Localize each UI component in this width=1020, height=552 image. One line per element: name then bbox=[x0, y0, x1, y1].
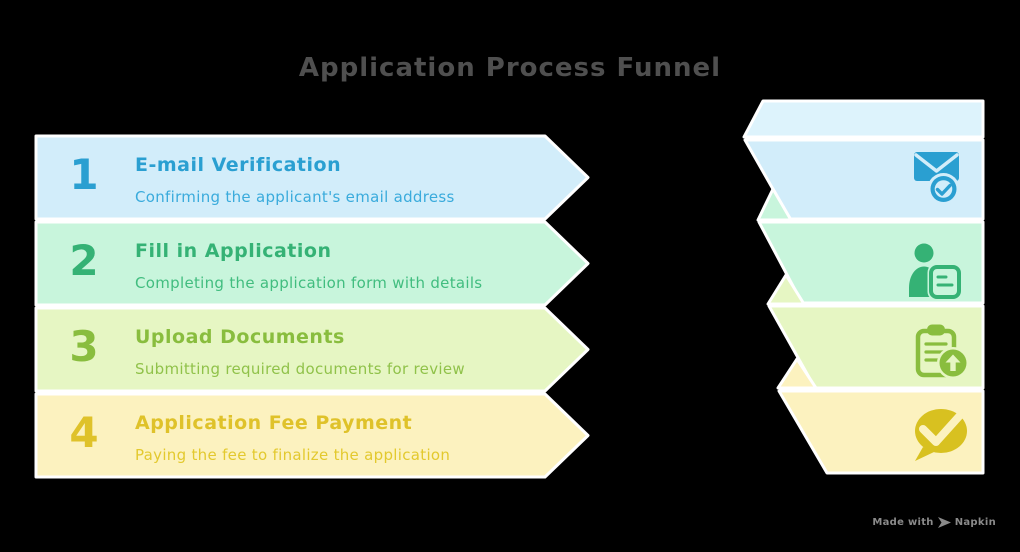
funnel-top-band bbox=[742, 99, 985, 139]
step-banner-2 bbox=[34, 220, 590, 307]
step-3-number: 3 bbox=[69, 322, 99, 371]
step-3-description: Submitting required documents for review bbox=[135, 360, 465, 378]
funnel-wedge-2 bbox=[756, 187, 793, 222]
step-banner-1 bbox=[34, 134, 590, 221]
clipboard-upload-icon bbox=[915, 324, 969, 379]
brand-label: Napkin bbox=[954, 517, 996, 528]
step-banner-4 bbox=[34, 392, 590, 479]
made-with-label: Made with bbox=[872, 517, 934, 528]
page-title: Application Process Funnel bbox=[298, 53, 722, 83]
napkin-credit: Made with Napkin bbox=[872, 517, 996, 528]
step-1-number: 1 bbox=[69, 150, 99, 199]
funnel-wedge-3 bbox=[766, 273, 806, 306]
mail-check-icon bbox=[914, 152, 960, 205]
napkin-pen-icon bbox=[937, 517, 951, 528]
step-2-description: Completing the application form with det… bbox=[135, 274, 483, 292]
chat-check-icon bbox=[915, 408, 967, 461]
step-1-title: E-mail Verification bbox=[135, 154, 342, 176]
step-2-number: 2 bbox=[69, 236, 99, 285]
step-2-title: Fill in Application bbox=[135, 240, 332, 262]
step-3-title: Upload Documents bbox=[135, 326, 345, 348]
step-4-number: 4 bbox=[69, 408, 99, 457]
step-1-description: Confirming the applicant's email address bbox=[135, 188, 455, 206]
step-4-description: Paying the fee to finalize the applicati… bbox=[135, 446, 451, 464]
step-banner-3 bbox=[34, 306, 590, 393]
person-form-icon bbox=[909, 243, 963, 301]
step-4-title: Application Fee Payment bbox=[135, 412, 413, 434]
funnel-wedge-4 bbox=[776, 357, 818, 390]
